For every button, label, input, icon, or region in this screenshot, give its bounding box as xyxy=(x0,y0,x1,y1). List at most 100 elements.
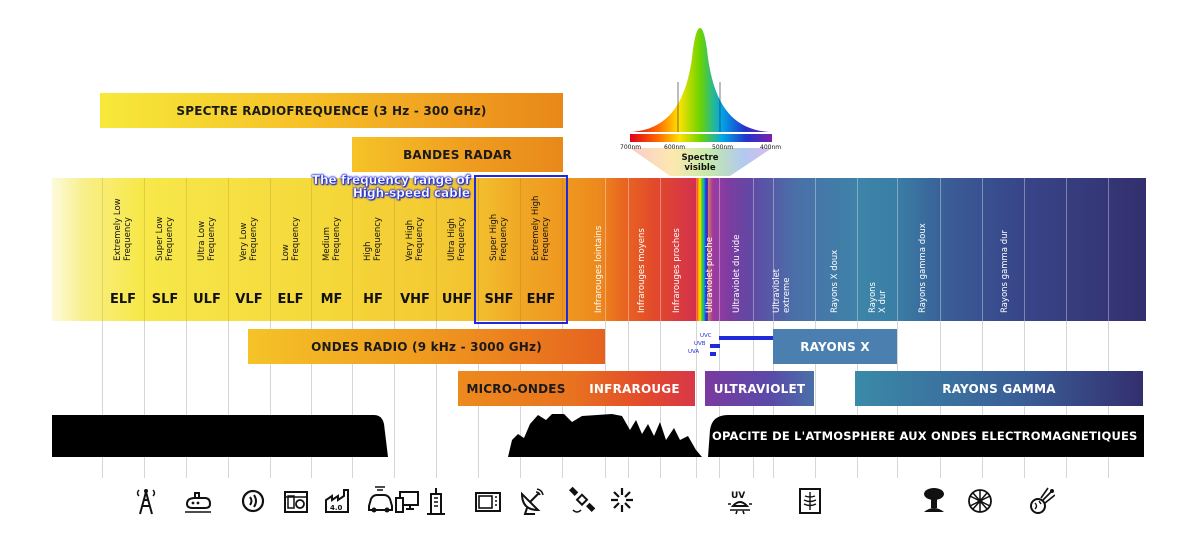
grid-line xyxy=(311,321,312,478)
band-full-name: Ultra Low Frequency xyxy=(197,217,217,261)
infrared-bar: INFRAROUGE xyxy=(574,371,695,406)
wavelength-label: 400nm xyxy=(760,144,782,151)
band-full-name: Low Frequency xyxy=(280,217,301,261)
gamma-rays-bar: RAYONS GAMMA xyxy=(855,371,1143,406)
visible-spectrum-graphic xyxy=(630,28,772,176)
band-abbreviation: VHF xyxy=(400,292,430,307)
wavelength-label: 700nm xyxy=(620,144,642,151)
spectrum-region-label: Infrarouges moyens xyxy=(637,228,647,313)
building-icon xyxy=(423,484,449,518)
grid-line xyxy=(352,321,353,478)
visible-spectrum-title: Spectre visible xyxy=(681,153,719,173)
spectrum-region-label: Ultraviolet extreme xyxy=(772,268,792,313)
satellite-dish-icon xyxy=(519,484,545,518)
atmospheric-opacity-graph xyxy=(52,414,1144,457)
radio-spectrum-bar: SPECTRE RADIOFREQUENCE (3 Hz - 300 GHz) xyxy=(100,93,563,128)
grid-line xyxy=(696,321,697,478)
spectrum-region-label: Ultraviolet du vide xyxy=(732,234,742,313)
spectrum-band xyxy=(52,178,1146,321)
wavelength-label: 500nm xyxy=(712,144,734,151)
computer-icon xyxy=(395,484,421,518)
band-abbreviation: VLF xyxy=(235,292,263,307)
ultraviolet-bar: ULTRAVIOLET xyxy=(705,371,814,406)
uvb-label: UVB xyxy=(694,341,706,347)
visible-light-sliver xyxy=(696,178,708,321)
band-abbreviation: ELF xyxy=(109,292,137,307)
svg-text:4.0: 4.0 xyxy=(330,504,343,512)
spectrum-region-label: Ultraviolet proche xyxy=(705,236,715,313)
spectrum-region-label: Infrarouges lointains xyxy=(594,225,604,313)
uvb-line xyxy=(710,344,720,348)
caption-line: The frequency range of xyxy=(311,173,470,187)
grid-line xyxy=(102,321,103,478)
grid-line xyxy=(186,321,187,478)
band-abbreviation: EHF xyxy=(526,292,556,307)
appliances-icon xyxy=(283,484,309,518)
atmospheric-opacity-label: OPACITE DE L'ATMOSPHERE AUX ONDES ELECTR… xyxy=(712,429,1138,443)
grid-line xyxy=(144,321,145,478)
grid-line xyxy=(436,321,437,478)
high-speed-cable-highlight xyxy=(474,175,568,324)
car-icon xyxy=(367,484,393,518)
radar-bands-bar: BANDES RADAR xyxy=(352,137,563,172)
band-abbreviation: SLF xyxy=(151,292,179,307)
satellite-icon xyxy=(569,484,595,518)
uva-label: UVA xyxy=(688,349,700,355)
band-abbreviation: UHF xyxy=(441,292,473,307)
grid-line xyxy=(394,321,395,478)
band-full-name: Ultra High Frequency xyxy=(447,217,467,261)
uv-lamp-icon: UV xyxy=(727,484,753,518)
infrared-icon xyxy=(609,484,635,518)
band-full-name: Extremely Low Frequency xyxy=(113,198,133,261)
comet-icon xyxy=(1029,484,1055,518)
radio-tower-icon xyxy=(133,484,159,518)
high-speed-cable-caption: The frequency range of High-speed cable xyxy=(290,173,470,200)
x-rays-bar: RAYONS X xyxy=(773,329,897,364)
svg-text:UV: UV xyxy=(731,491,745,501)
spectrum-region-label: Infrarouges proches xyxy=(672,228,682,313)
rfid-icon xyxy=(240,484,266,518)
factory-icon: 4.0 xyxy=(324,484,350,518)
spectrum-region-label: Rayons X doux xyxy=(830,249,840,313)
grid-line xyxy=(815,321,816,478)
band-full-name: Very High Frequency xyxy=(405,217,425,261)
band-abbreviation: SHF xyxy=(484,292,514,307)
band-abbreviation: HF xyxy=(363,292,383,307)
grid-line xyxy=(270,321,271,478)
band-full-name: High Frequency xyxy=(363,217,383,261)
microwave-oven-icon xyxy=(475,484,501,518)
microwaves-bar: MICRO-ONDES xyxy=(458,371,574,406)
nuclear-explosion-icon xyxy=(921,484,947,518)
spectrum-region-label: Rayons gamma dur xyxy=(1000,229,1010,313)
wavelength-label: 600nm xyxy=(664,144,686,151)
uvc-label: UVC xyxy=(700,333,712,339)
visible-spectrum-scale: 700nm 600nm 500nm 400nm xyxy=(612,144,792,156)
spectrum-region-label: Rayons gamma doux xyxy=(918,223,928,313)
atom-icon xyxy=(967,484,993,518)
band-abbreviation: ELF xyxy=(277,292,304,307)
band-full-name: Very Low Frequency xyxy=(239,217,259,261)
grid-line xyxy=(228,321,229,478)
caption-line: High-speed cable xyxy=(352,186,470,200)
band-abbreviation: ULF xyxy=(193,292,221,307)
submarine-icon xyxy=(185,484,211,518)
band-full-name: Super Low Frequency xyxy=(155,216,175,261)
radio-waves-bar: ONDES RADIO (9 kHz - 3000 GHz) xyxy=(248,329,605,364)
spectrum-region-label: Rayons X dur xyxy=(868,282,888,313)
uvc-line xyxy=(719,336,773,340)
xray-icon xyxy=(797,484,823,518)
uva-line xyxy=(710,352,716,356)
band-abbreviation: MF xyxy=(320,292,343,307)
